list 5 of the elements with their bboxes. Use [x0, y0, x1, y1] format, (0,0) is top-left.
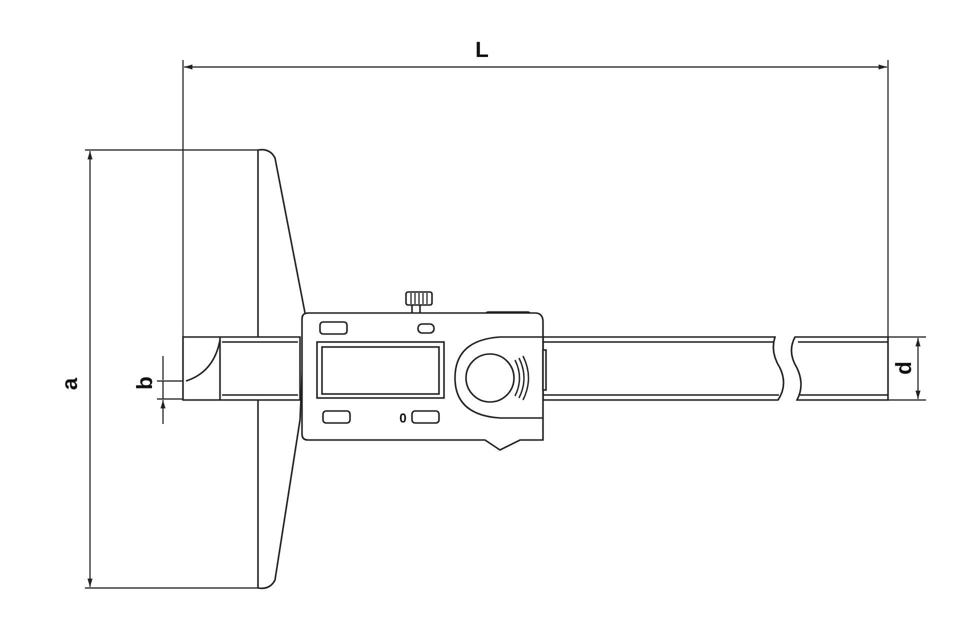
dimension-label: a: [59, 378, 81, 390]
dimension-label: b: [134, 376, 156, 390]
dimension-label: L: [475, 39, 489, 61]
button-marking: 0: [399, 412, 407, 424]
dimension-label: d: [893, 361, 915, 375]
